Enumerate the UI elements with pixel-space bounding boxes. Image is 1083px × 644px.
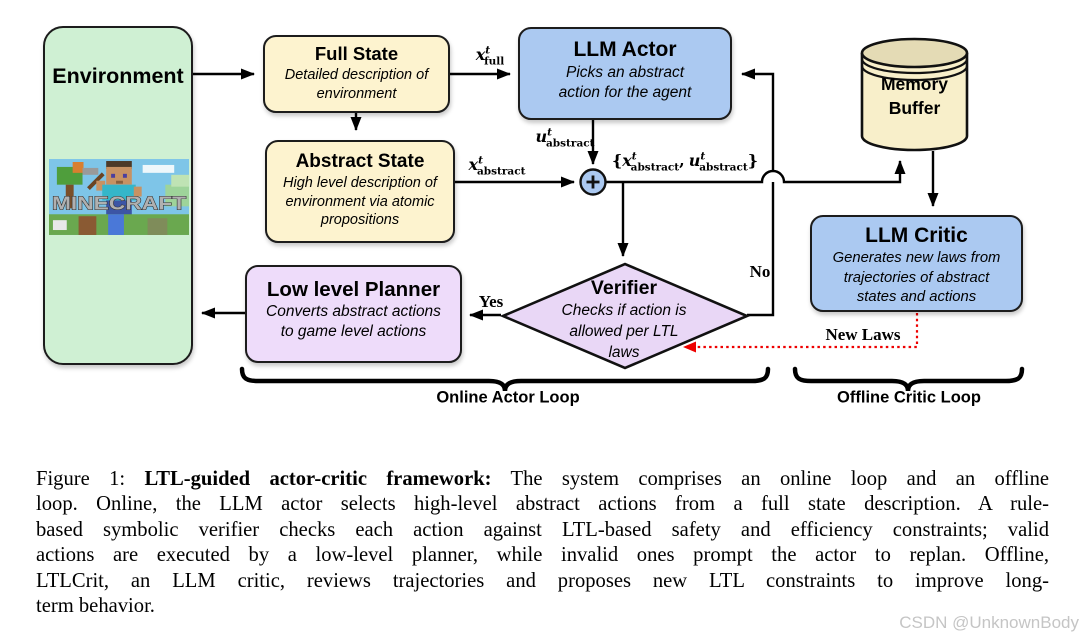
llm-critic-desc-line: trajectories of abstract bbox=[843, 269, 990, 286]
abstract-state-desc-line: propositions bbox=[320, 212, 400, 228]
llm-actor-desc-line: action for the agent bbox=[558, 84, 692, 101]
environment-node: Environment MINECRAFT bbox=[43, 26, 193, 365]
environment-title: Environment bbox=[52, 64, 184, 88]
low-level-planner-desc-line: to game level actions bbox=[280, 323, 427, 340]
memory-buffer-label: Memory Buffer bbox=[862, 72, 967, 120]
online-loop-brace bbox=[239, 366, 771, 392]
memory-buffer-label-line: Buffer bbox=[888, 98, 941, 118]
edge-label-pair: {xtabstract,utabstract} bbox=[611, 150, 759, 174]
caption-line: loop. Online, the LLM actor selects high… bbox=[36, 493, 1049, 516]
llm-critic-desc-line: Generates new laws from bbox=[832, 250, 1001, 266]
edge-label-x-full: xtfull bbox=[475, 44, 505, 68]
edge-label-x-abstract: xtabstract bbox=[468, 154, 526, 178]
full-state-desc-line: Detailed description of bbox=[284, 67, 429, 83]
new-laws-label: New Laws bbox=[825, 325, 901, 344]
abstract-state-title: Abstract State bbox=[295, 151, 425, 172]
edge-label-u-abstract: utabstract bbox=[535, 126, 595, 150]
full-state-desc-line: environment bbox=[316, 85, 397, 102]
caption-line: Figure 1: LTL-guided actor-critic framew… bbox=[36, 468, 1050, 490]
caption-line: based symbolic verifier checks each acti… bbox=[36, 518, 1049, 541]
abstract-state-desc-line: High level description of bbox=[283, 175, 437, 191]
verifier-title: Verifier bbox=[590, 277, 658, 299]
caption-line: actions are executed by a low-level plan… bbox=[36, 544, 1049, 567]
low-level-planner-node: Low level Planner Converts abstract acti… bbox=[245, 265, 462, 363]
llm-critic-title: LLM Critic bbox=[865, 224, 968, 247]
llm-actor-desc-line: Picks an abstract bbox=[565, 64, 685, 81]
memory-buffer-cylinder bbox=[860, 37, 969, 152]
caption-line: term behavior. bbox=[36, 595, 155, 618]
verifier-label: Verifier Checks if action is allowed per… bbox=[524, 277, 724, 363]
arrow-new-laws-to-verifier bbox=[683, 313, 919, 353]
arrow-verifier-no-to-llm-actor bbox=[741, 68, 775, 317]
minecraft-logo-text: MINECRAFT bbox=[52, 192, 187, 213]
csdn-watermark: CSDN @UnknownBody bbox=[899, 613, 1079, 632]
full-state-title: Full State bbox=[314, 43, 399, 64]
verifier-desc-line: laws bbox=[608, 344, 640, 361]
llm-critic-desc-line: states and actions bbox=[856, 289, 977, 305]
minecraft-image: MINECRAFT bbox=[49, 159, 189, 235]
verifier-yes-label: Yes bbox=[478, 292, 504, 311]
full-state-node: Full State Detailed description of envir… bbox=[263, 35, 450, 113]
figure-caption: Figure 1: LTL-guided actor-critic framew… bbox=[36, 467, 1049, 619]
verifier-no-label: No bbox=[749, 262, 771, 281]
verifier-desc-line: allowed per LTL bbox=[569, 323, 679, 340]
low-level-planner-title: Low level Planner bbox=[266, 278, 441, 301]
low-level-planner-desc-line: Converts abstract actions bbox=[266, 303, 441, 320]
abstract-state-desc-line: environment via atomic bbox=[285, 193, 435, 210]
plus-combine-icon bbox=[579, 168, 607, 196]
memory-buffer-label-line: Memory bbox=[880, 74, 949, 94]
online-actor-loop-label: Online Actor Loop bbox=[436, 388, 580, 407]
caption-line: LTLCrit, an LLM critic, reviews trajecto… bbox=[36, 569, 1049, 592]
llm-actor-node: LLM Actor Picks an abstract action for t… bbox=[518, 27, 732, 120]
llm-critic-node: LLM Critic Generates new laws from traje… bbox=[810, 215, 1023, 312]
arrow-pair-to-memory-buffer bbox=[605, 160, 906, 184]
llm-actor-title: LLM Actor bbox=[573, 38, 677, 61]
verifier-desc-line: Checks if action is bbox=[561, 302, 687, 319]
offline-loop-brace bbox=[792, 366, 1025, 392]
abstract-state-node: Abstract State High level description of… bbox=[265, 140, 455, 243]
offline-critic-loop-label: Offline Critic Loop bbox=[837, 388, 981, 407]
